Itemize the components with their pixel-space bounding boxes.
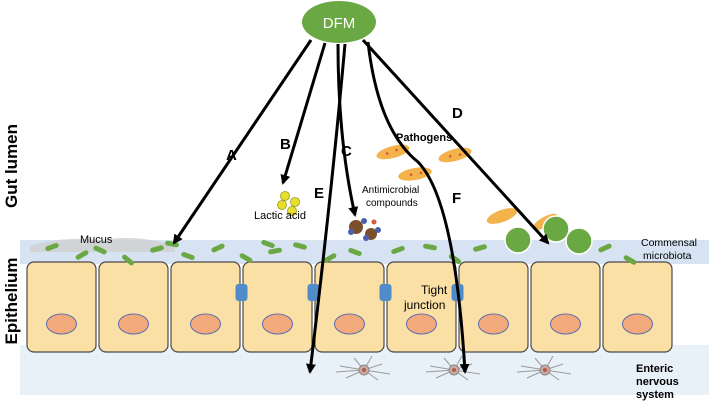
commensal-rod: [93, 245, 107, 255]
epithelial-cell: [386, 261, 457, 353]
commensal-rod: [598, 243, 612, 253]
commensal-rod: [323, 253, 337, 263]
epithelial-cells: [26, 261, 673, 353]
cell-nucleus: [46, 313, 77, 335]
neuron-icon: [335, 355, 391, 381]
arrow-a: [172, 39, 313, 245]
antimicrobial-label-line2: compounds: [366, 198, 418, 209]
enteric-label-line3: system: [636, 389, 674, 401]
tight-junction: [235, 284, 248, 301]
commensal-label-line1: Commensal: [641, 237, 697, 249]
cell-nucleus: [262, 313, 293, 335]
lactic-acid-label: Lactic acid: [254, 210, 306, 222]
commensal-rod: [211, 243, 225, 253]
commensal-rod: [391, 245, 405, 255]
epithelial-cell: [314, 261, 385, 353]
cell-nucleus: [118, 313, 149, 335]
cell-nucleus: [406, 313, 437, 335]
commensal-rod: [623, 255, 637, 265]
arrow-f: [366, 41, 470, 374]
cell-nucleus: [478, 313, 509, 335]
commensal-rod: [122, 254, 134, 266]
tight-junction: [307, 284, 320, 301]
antimicrobial-label-line1: Antimicrobial: [362, 185, 419, 196]
commensal-rod: [473, 244, 487, 252]
cell-nucleus: [334, 313, 365, 335]
epithelial-cell: [458, 261, 529, 353]
enteric-label-line2: nervous: [636, 376, 679, 388]
pathway-label-b: B: [280, 136, 291, 153]
arrow-d: [361, 38, 550, 245]
commensal-rod: [268, 247, 282, 255]
commensal-rod: [423, 243, 437, 251]
epithelial-cell: [98, 261, 169, 353]
tight-junction: [379, 284, 392, 301]
commensal-rod: [348, 247, 362, 257]
cell-nucleus: [550, 313, 581, 335]
commensal-rod: [181, 251, 195, 261]
pathway-label-f: F: [452, 190, 461, 207]
lactic-acid-molecules: [277, 191, 300, 216]
mucus-blob: [30, 238, 175, 252]
epithelial-cell: [242, 261, 313, 353]
commensal-rod: [293, 242, 307, 250]
commensal-cocci: [504, 215, 593, 255]
antimicrobial-cluster: [348, 218, 381, 241]
enteric-label-line1: Enteric: [636, 363, 673, 375]
pathway-label-d: D: [452, 105, 463, 122]
commensal-rod: [75, 250, 89, 260]
pathway-label-e: E: [314, 185, 324, 202]
arrow-e: [305, 43, 347, 374]
dfm-node: [302, 1, 376, 43]
pathway-label-c: C: [341, 143, 352, 160]
commensal-rod: [45, 242, 59, 252]
pathogen-icon: [376, 144, 410, 160]
tight-junction-label-line1: Tight: [421, 283, 448, 297]
commensal-rod: [261, 239, 275, 249]
epithelial-cell: [26, 261, 97, 353]
neuron-icon: [516, 355, 572, 381]
neuron-icon: [425, 355, 481, 381]
mucus-label: Mucus: [80, 234, 113, 246]
epithelial-cell: [602, 261, 673, 353]
arrow-c: [336, 43, 359, 217]
dfm-label: DFM: [323, 15, 356, 32]
pathogens-label: Pathogens: [396, 132, 452, 144]
epithelial-cell: [530, 261, 601, 353]
commensal-rod: [239, 253, 253, 263]
tight-junctions: [235, 284, 464, 301]
cell-nucleus: [190, 313, 221, 335]
cell-nucleus: [622, 313, 653, 335]
tight-junction-label-line2: junction: [403, 298, 445, 312]
pathway-arrows: [172, 38, 550, 374]
pathway-label-a: A: [226, 147, 237, 164]
epithelial-cell: [170, 261, 241, 353]
enteric-neurons: [335, 355, 572, 381]
arrow-b: [280, 42, 327, 185]
commensal-rod: [150, 245, 164, 253]
pathogen-icon: [486, 208, 518, 224]
commensal-rods: [45, 239, 637, 266]
region-label-epithelium: Epithelium: [2, 258, 21, 345]
region-label-lumen: Gut lumen: [2, 124, 21, 208]
commensal-label-line2: microbiota: [643, 250, 692, 262]
